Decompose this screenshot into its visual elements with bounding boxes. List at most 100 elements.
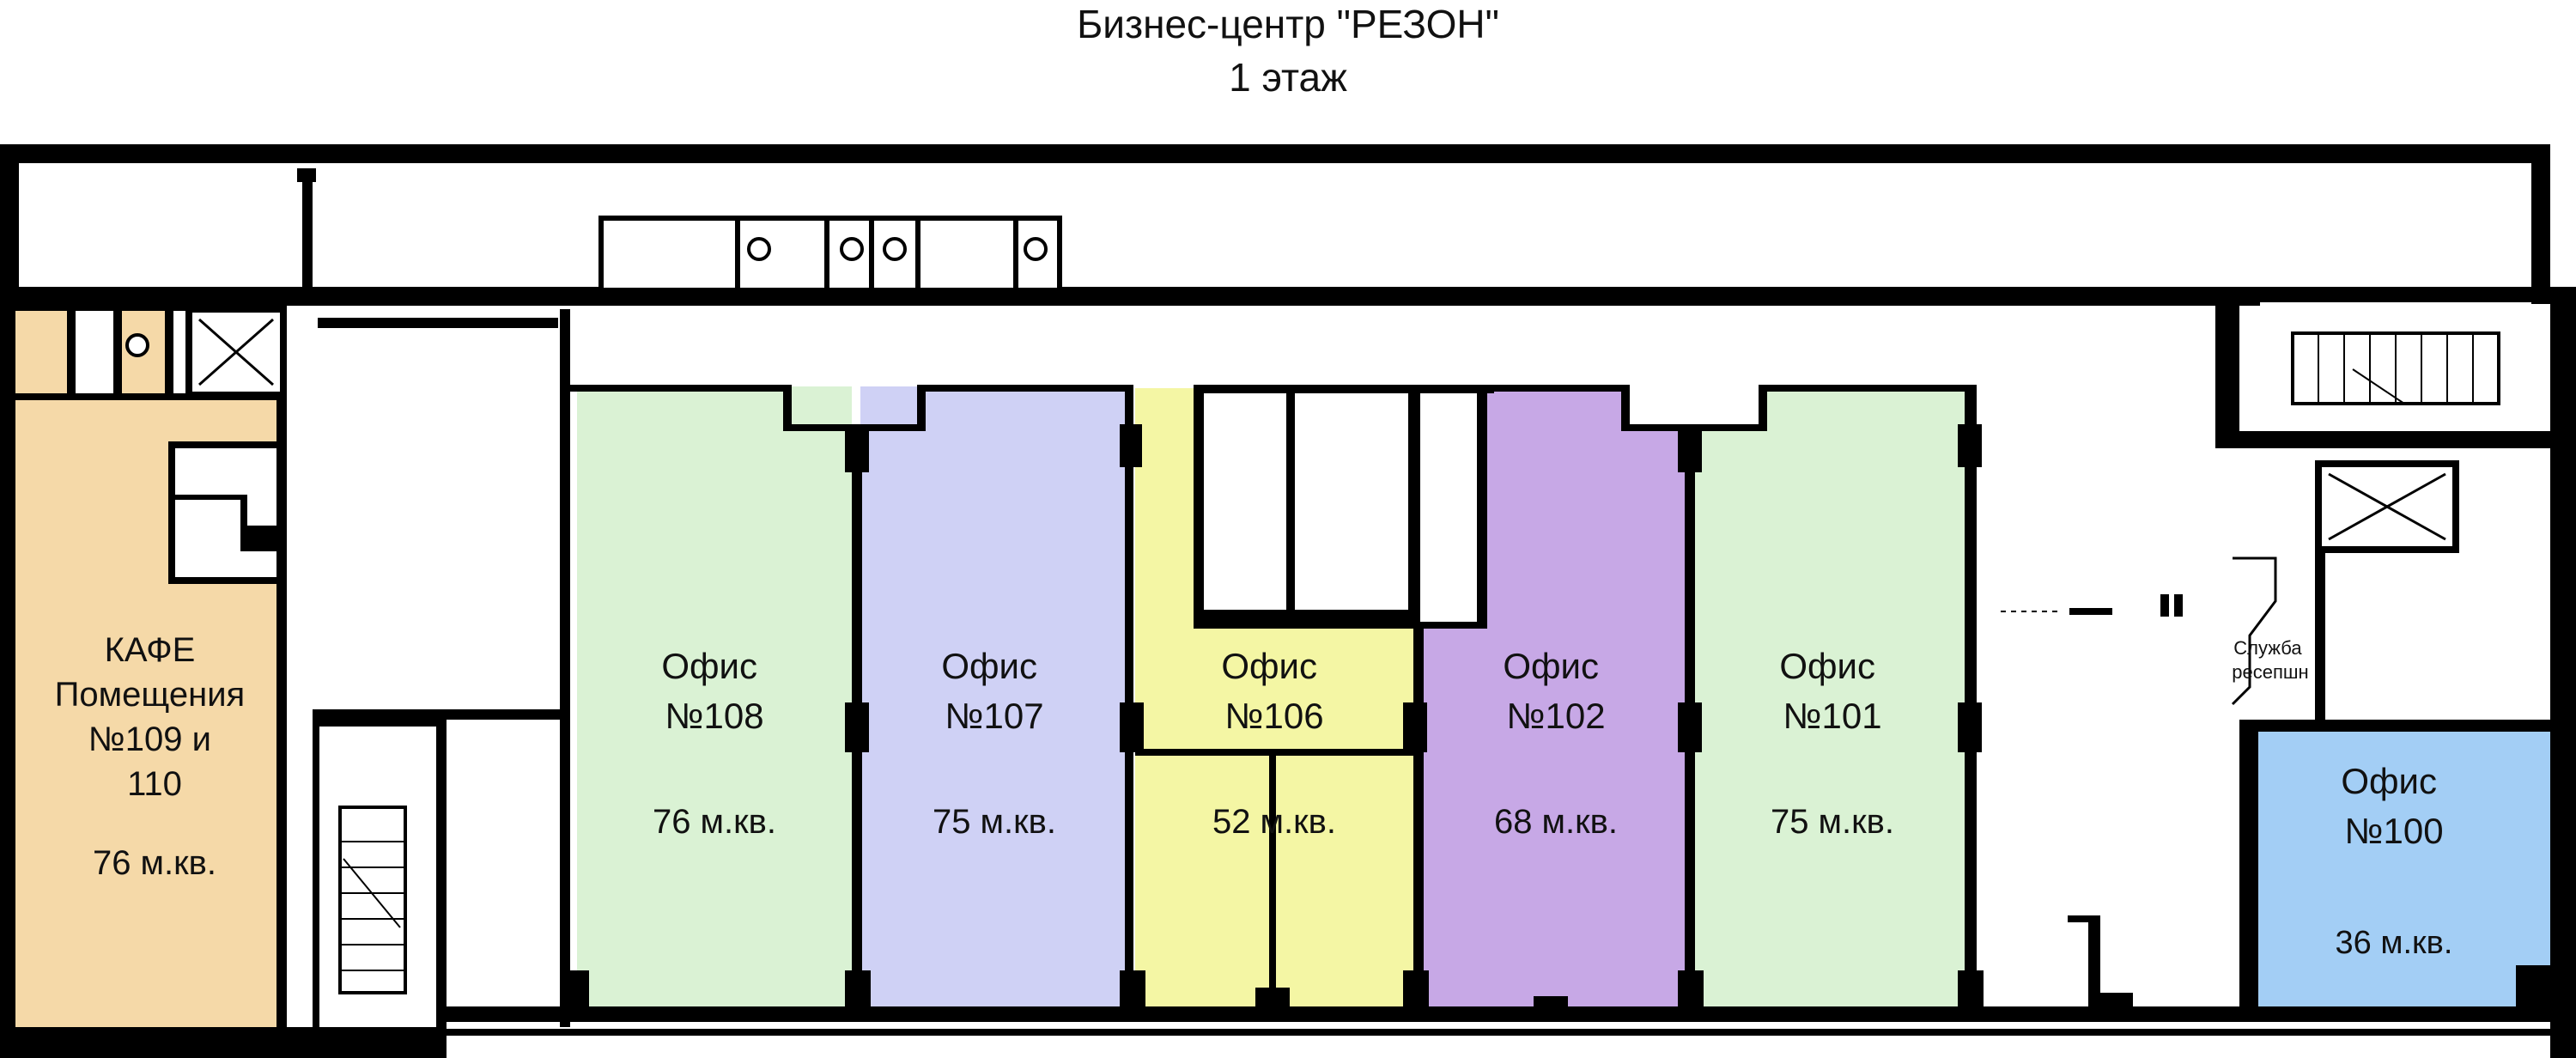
wall-102-notch-top — [1621, 424, 1764, 431]
outer-wall-bottom — [447, 1006, 2576, 1022]
stair-well-wall-left — [313, 709, 319, 1027]
restroom-partition — [1013, 218, 1018, 290]
office-101-area: 75 м.кв. — [1771, 803, 1894, 841]
service-wall-top — [1194, 385, 1494, 393]
office-106-area: 52 м.кв. — [1212, 803, 1336, 841]
service-wall-left — [1194, 385, 1204, 627]
wall-106-split — [1269, 749, 1276, 1006]
room-labels: КАФЕ Помещения №109 и 110 76 м.кв. Офис … — [55, 631, 2453, 961]
annex-column-cap — [297, 168, 316, 182]
reception-label: Служба ресепшн — [2232, 637, 2308, 683]
office-100-area: 36 м.кв. — [2336, 925, 2453, 961]
elevator-wall-left — [2315, 550, 2325, 730]
service-wall-right — [1408, 385, 1420, 629]
wall-108-notch — [783, 385, 792, 431]
restroom-partition — [869, 218, 874, 290]
column — [563, 970, 589, 1010]
wall-101-right — [1965, 385, 1977, 1010]
office-107-fill — [860, 386, 1127, 1006]
office-108-fill — [577, 386, 852, 1006]
cafe-inner-top — [168, 441, 283, 448]
restroom-block — [125, 168, 1062, 357]
toilet-icon — [840, 237, 864, 261]
stair-block-wall-top — [318, 318, 558, 328]
office-107-area: 75 м.кв. — [933, 803, 1056, 841]
cafe-inner-left — [168, 441, 175, 584]
walls — [0, 144, 2576, 1058]
door-frame — [2099, 993, 2133, 1010]
outer-wall-right-annex — [2531, 144, 2550, 304]
toilet-icon — [125, 333, 149, 357]
column — [1678, 429, 1702, 472]
wall-106-right — [1413, 625, 1424, 1012]
service-wall-bottom — [1194, 610, 1419, 629]
column — [1403, 970, 1429, 1010]
reception-post-b — [2174, 594, 2183, 617]
cafe-storage-fill — [15, 302, 67, 397]
office-108-area: 76 м.кв. — [653, 803, 776, 841]
reception-desk — [2231, 556, 2277, 706]
stair-well-wall-top — [313, 709, 447, 727]
office-106-fill — [1135, 388, 1413, 1006]
wall-100-left — [2239, 720, 2258, 1010]
restroom-partition — [915, 218, 920, 290]
outer-wall-bottom-outer — [447, 1029, 2576, 1036]
window-strip-bottom — [447, 1022, 2576, 1029]
stair-annex-wall-left — [2215, 287, 2239, 441]
column — [845, 702, 869, 752]
column — [1120, 702, 1144, 752]
corridor-wall-left — [560, 309, 570, 1027]
elevator-cross-line — [198, 318, 274, 386]
office-102-fill — [1424, 388, 1685, 1006]
wall-101-notch — [1759, 385, 1767, 431]
wall-108-notch-top — [783, 424, 922, 431]
office-107-label: Офис №107 — [941, 646, 1047, 736]
reception-post-a — [2160, 594, 2169, 617]
cafe-wall-mid — [15, 393, 283, 400]
floor-label: 1 этаж — [1229, 55, 1347, 100]
outer-wall-left-annex — [0, 144, 19, 304]
cafe-fill — [15, 397, 283, 1027]
cafe-wall-a — [67, 302, 76, 397]
cafe-wall-right — [276, 302, 287, 1058]
wall-102-top — [1487, 385, 1628, 392]
column — [1120, 424, 1142, 467]
stair-well-wall-right — [436, 709, 447, 1027]
cafe-inner-bottom — [168, 577, 283, 584]
stair-annex-wall-bottom — [2215, 431, 2550, 448]
outer-wall-top — [0, 144, 2550, 163]
wall-101-top — [1759, 385, 1973, 392]
corridor-wall-top — [19, 287, 2260, 306]
outer-wall-bottom-left — [0, 1027, 447, 1058]
toilet-icon — [883, 237, 907, 261]
elevator-crosses — [198, 318, 2446, 541]
column — [1958, 424, 1982, 467]
restroom-partition — [824, 218, 829, 290]
stair-direction — [2352, 368, 2405, 404]
column — [1678, 970, 1704, 1010]
stair-treads — [340, 333, 2474, 971]
shaft-wall-bottom — [1420, 622, 1487, 629]
wall-108-top — [570, 385, 790, 392]
office-101-fill — [1693, 388, 1966, 1006]
column — [845, 429, 869, 472]
cafe-inner-column — [240, 526, 283, 551]
wall-102-notch — [1621, 385, 1630, 431]
column — [1120, 970, 1145, 1010]
cafe-inner-step-v — [240, 495, 247, 529]
office-102-area: 68 м.кв. — [1494, 803, 1618, 841]
corridor-stub-cap — [2068, 915, 2100, 922]
cafe-inner-step — [172, 495, 246, 500]
outer-wall-right — [2550, 302, 2576, 1058]
corridor-stub — [2088, 915, 2100, 1010]
restroom-partition — [735, 218, 740, 290]
toilet-icon — [1024, 237, 1048, 261]
office-101-label: Офис №101 — [1779, 646, 1885, 736]
cafe-wall-c — [165, 302, 173, 397]
column — [1958, 970, 1984, 1010]
column — [1255, 988, 1290, 1010]
office-100-label: Офис №100 — [2341, 761, 2446, 851]
cafe-wall-top — [15, 302, 283, 311]
column — [1678, 702, 1702, 752]
